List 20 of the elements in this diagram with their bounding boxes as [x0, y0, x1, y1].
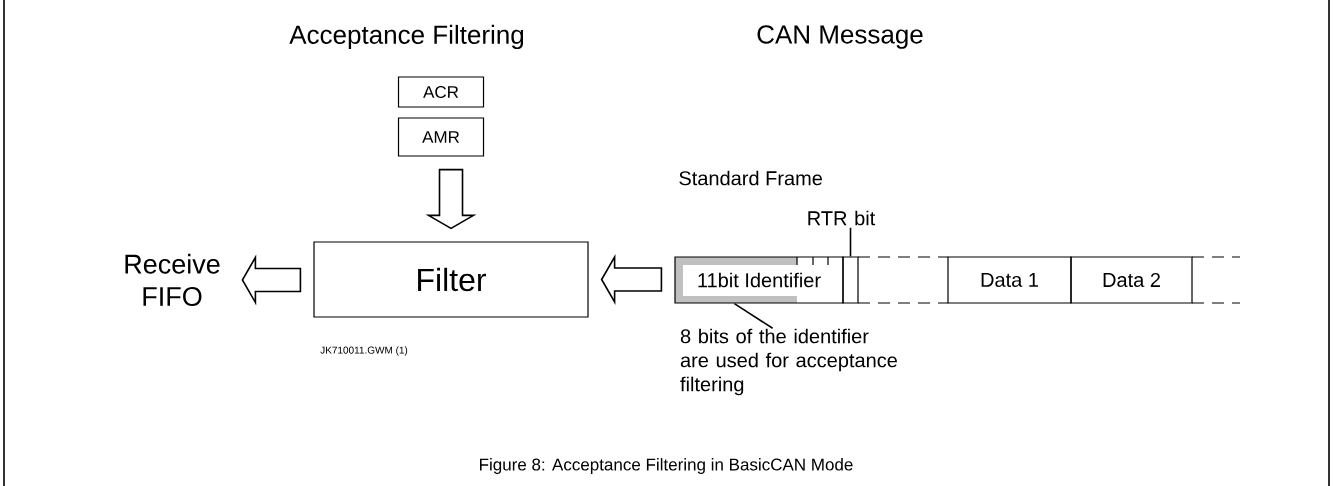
leader-line — [849, 226, 852, 258]
register-box: AMR — [397, 117, 485, 157]
heading: CAN Message — [757, 25, 923, 49]
data-field: Data 1 — [947, 256, 1072, 304]
block-arrow — [241, 254, 302, 306]
heading: Acceptance Filtering — [289, 24, 524, 50]
field-label: RTR bit — [808, 210, 876, 226]
block-arrow — [600, 254, 663, 305]
leader-line — [733, 302, 774, 330]
identifier-field: 11bit Identifier — [674, 256, 844, 304]
block-arrow — [425, 168, 477, 230]
note-text: 8 bits of the identifier are used for acceptance filtering — [680, 328, 897, 396]
data-field: Data 2 — [1070, 256, 1193, 304]
register-box: ACR — [397, 76, 485, 108]
block-label: Receive FIFO — [125, 253, 220, 307]
bit-field — [842, 256, 859, 304]
filter-box: Filter — [313, 241, 589, 318]
drawing-number: JK710011.GWM (1) — [320, 346, 408, 356]
caption: Figure 8: Acceptance Filtering in BasicCAN Mode — [480, 458, 853, 474]
frame-label: Standard Frame — [679, 170, 822, 186]
